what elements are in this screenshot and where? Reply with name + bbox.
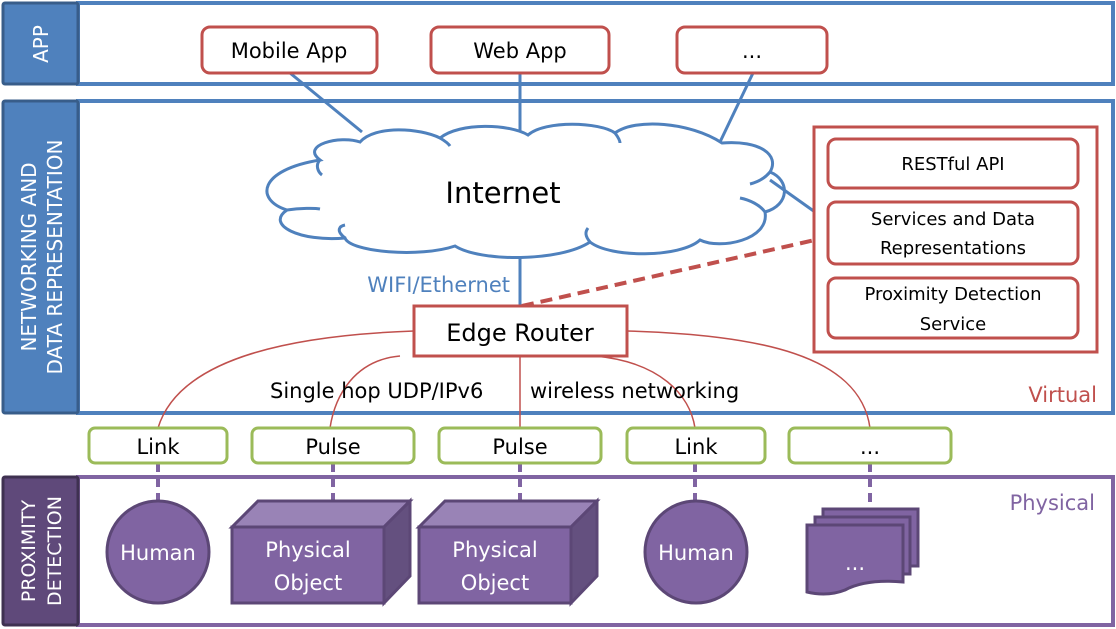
app-box-more[interactable]: ...	[675, 25, 829, 75]
service-data-representations[interactable]: Services and Data Representations	[826, 200, 1080, 266]
box-icon	[417, 525, 573, 605]
app-layer-label: APP	[29, 25, 53, 63]
internet-cloud[interactable]: Internet	[265, 122, 786, 260]
box-top-face	[228, 499, 414, 529]
proximity-layer-label-line2: DETECTION	[44, 496, 66, 606]
wireless-link-4	[594, 355, 696, 429]
entity-human-1[interactable]: Human	[105, 499, 211, 605]
device-label: ...	[860, 435, 880, 459]
proximity-layer-label-line1: PROXIMITY	[18, 499, 40, 602]
proximity-layer-label-box	[1, 475, 80, 627]
edge-router-label: Edge Router	[446, 319, 594, 347]
app-box-label: Web App	[473, 39, 567, 63]
service-label-line2: Representations	[880, 238, 1026, 259]
multi-document-icon	[805, 523, 905, 596]
app-connectors	[289, 71, 755, 143]
service-restful-api[interactable]: RESTful API	[826, 137, 1080, 190]
box-icon	[230, 525, 386, 605]
service-label-line1: Proximity Detection	[864, 284, 1041, 305]
wireless-label-part2: wireless networking	[530, 379, 739, 403]
entity-physical-object-2[interactable]: Physical Object	[415, 497, 601, 607]
edge-router[interactable]: Edge Router	[412, 304, 629, 358]
entity-label-line1: Physical	[265, 538, 350, 562]
entity-physical-object-1[interactable]: Physical Object	[228, 497, 414, 607]
service-label: RESTful API	[901, 154, 1004, 175]
entity-label-line1: Physical	[452, 538, 537, 562]
app-box-label: Mobile App	[231, 39, 348, 63]
app-layer-label-box	[1, 1, 80, 86]
device-label: Pulse	[492, 435, 547, 459]
service-label-line1: Services and Data	[871, 209, 1035, 230]
service-label-line2: Service	[920, 314, 987, 335]
wifi-ethernet-label: WIFI/Ethernet	[367, 273, 510, 297]
device-more-box[interactable]: ...	[787, 426, 953, 465]
device-entity-links	[156, 463, 872, 508]
device-pulse-1-box[interactable]: Pulse	[250, 426, 416, 465]
app-box-web[interactable]: Web App	[429, 25, 611, 75]
device-link-1-box[interactable]: Link	[87, 426, 229, 465]
internet-services-connector	[769, 178, 816, 214]
services-panel: RESTful API Services and Data Representa…	[812, 125, 1099, 354]
device-link-2-box[interactable]: Link	[625, 426, 767, 465]
entity-label: Human	[658, 541, 734, 565]
device-pulse-2-box[interactable]: Pulse	[437, 426, 603, 465]
wireless-links	[157, 330, 871, 429]
internet-label: Internet	[445, 176, 560, 210]
virtual-label: Virtual	[1028, 383, 1097, 407]
entity-label-line2: Object	[461, 571, 529, 595]
device-label: Link	[136, 435, 180, 459]
app-box-label: ...	[742, 39, 762, 63]
router-services-dashed-link	[521, 238, 816, 308]
networking-layer-label-box	[1, 99, 80, 415]
wireless-link-5	[626, 330, 871, 429]
entity-more[interactable]: ...	[805, 507, 920, 596]
device-label: Pulse	[305, 435, 360, 459]
entity-label-line2: Object	[274, 571, 342, 595]
mobile-app-connector	[289, 71, 363, 134]
entity-human-2[interactable]: Human	[643, 499, 749, 605]
entity-label: ...	[845, 551, 865, 575]
networking-layer-label-line2: DATA REPRESENTATION	[43, 140, 67, 375]
other-app-connector	[718, 72, 755, 143]
wireless-link-1	[157, 330, 415, 429]
wireless-label-part1: Single hop UDP/IPv6	[270, 379, 483, 403]
wireless-link-2	[329, 355, 401, 429]
box-top-face	[415, 499, 601, 529]
entity-label: Human	[120, 541, 196, 565]
networking-layer-label-line1: NETWORKING AND	[17, 162, 41, 351]
human-icon	[643, 499, 749, 605]
device-label: Link	[674, 435, 718, 459]
service-proximity-detection[interactable]: Proximity Detection Service	[826, 276, 1080, 340]
app-box-mobile[interactable]: Mobile App	[200, 25, 379, 75]
physical-label: Physical	[1010, 491, 1095, 515]
human-icon	[105, 499, 211, 605]
